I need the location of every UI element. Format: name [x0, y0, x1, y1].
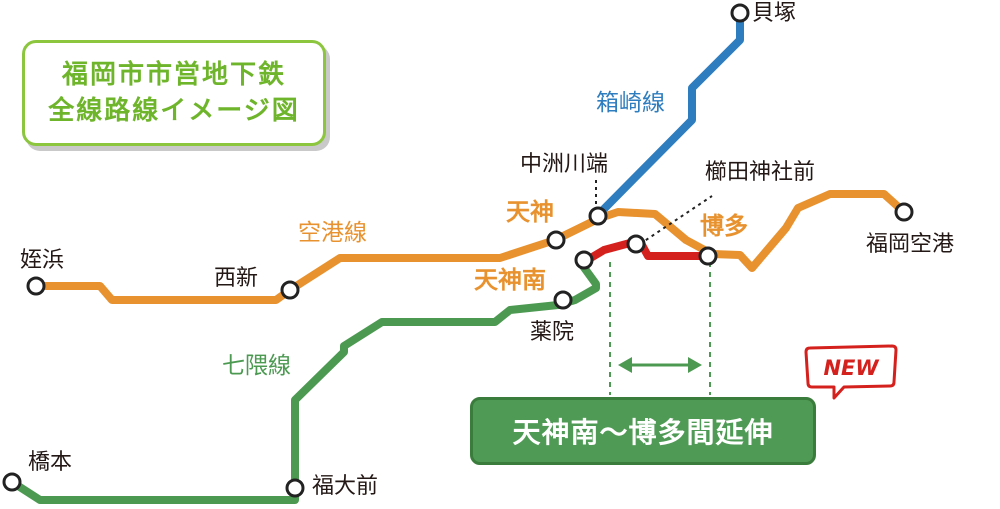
extension-callout: 天神南～博多間延伸 — [470, 397, 816, 465]
label-meinohama: 姪浜 — [20, 248, 65, 273]
map-title-line2: 全線路線イメージ図 — [48, 96, 300, 126]
station-tenjin-minami — [574, 250, 594, 270]
station-kaizuka — [730, 3, 750, 23]
label-nakasu-kawabata: 中洲川端 — [520, 152, 609, 177]
station-meinohama — [26, 276, 46, 296]
new-badge-text: NEW — [823, 356, 879, 380]
label-kaizuka: 貝塚 — [752, 1, 797, 26]
label-kushida-jinja-mae: 櫛田神社前 — [705, 160, 816, 185]
label-tenjin-minami: 天神南 — [474, 266, 546, 294]
station-fukudai-mae — [285, 478, 305, 498]
station-nishijin — [280, 280, 300, 300]
station-tenjin — [546, 230, 566, 250]
label-hashimoto: 橋本 — [28, 450, 73, 475]
station-yakuin — [553, 290, 573, 310]
label-nanakuma-line: 七隈線 — [222, 353, 291, 379]
label-hakata: 博多 — [700, 212, 748, 240]
station-kushida-jinja-mae — [626, 234, 646, 254]
station-hashimoto — [2, 472, 22, 492]
map-title-line1: 福岡市市営地下鉄 — [61, 60, 286, 90]
map-title-box: 福岡市市営地下鉄 全線路線イメージ図 — [22, 40, 326, 146]
leader-kushida — [639, 195, 713, 245]
extension-arrow — [618, 357, 702, 373]
label-fukuoka-kuko: 福岡空港 — [866, 232, 955, 257]
station-fukuoka-kuko — [894, 202, 914, 222]
label-kuko-line: 空港線 — [298, 220, 367, 246]
extension-callout-label: 天神南～博多間延伸 — [512, 416, 774, 449]
new-badge: NEW — [804, 344, 898, 400]
station-hakata — [698, 246, 718, 266]
station-nakasu-kawabata — [588, 206, 608, 226]
kuko-line — [32, 190, 908, 304]
label-fukudai-mae: 福大前 — [312, 474, 379, 499]
label-hakozaki-line: 箱崎線 — [596, 90, 665, 116]
hakozaki-line — [594, 9, 744, 219]
label-nishijin: 西新 — [214, 266, 259, 291]
label-yakuin: 薬院 — [530, 320, 575, 345]
label-tenjin: 天神 — [506, 198, 554, 226]
